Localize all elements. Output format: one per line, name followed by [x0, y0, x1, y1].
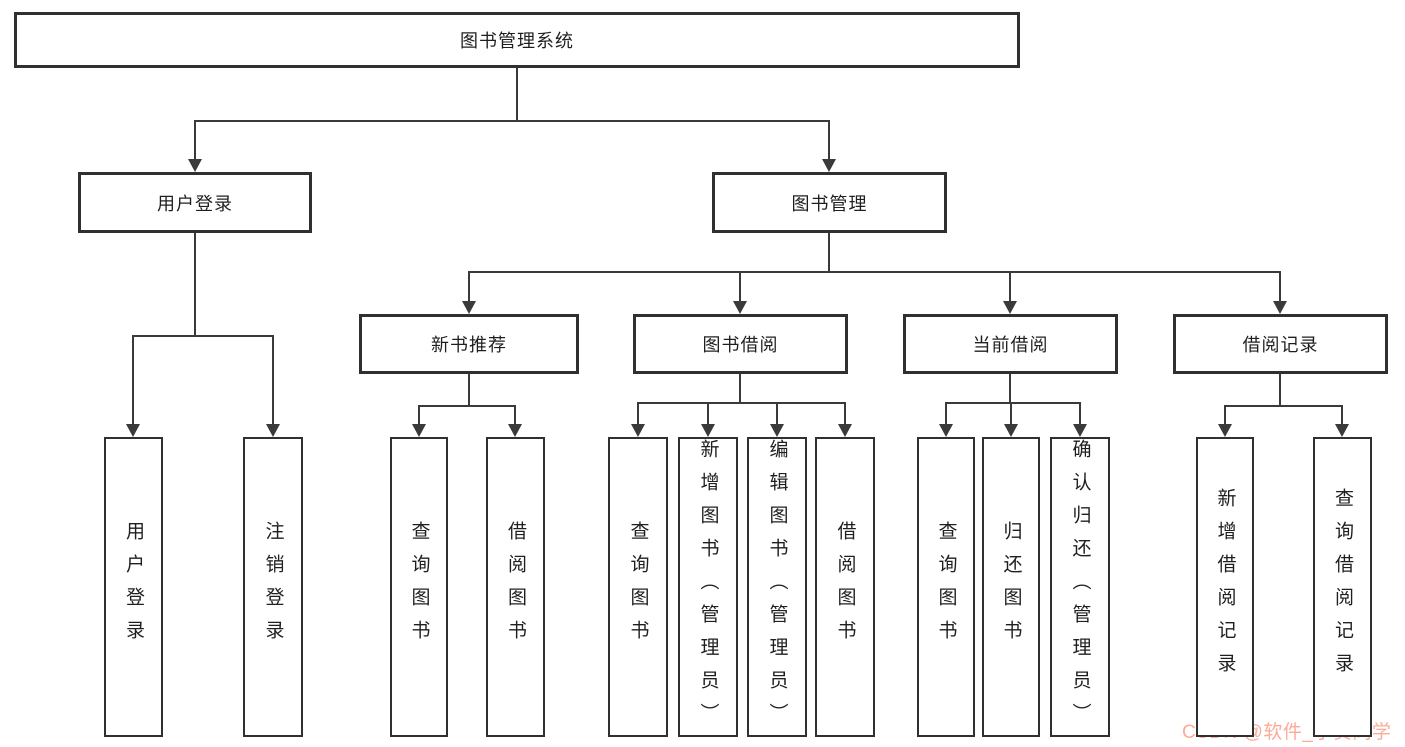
connector-vline: [516, 68, 518, 121]
arrowhead-down-icon: [126, 424, 140, 437]
node-label: 注销登录: [262, 521, 284, 653]
connector-hline: [1224, 405, 1343, 407]
arrowhead-down-icon: [770, 424, 784, 437]
connector-hline: [637, 402, 846, 404]
node-root: 图书管理系统: [14, 12, 1020, 68]
arrowhead-down-icon: [733, 301, 747, 314]
node-label: 查询图书: [935, 521, 957, 653]
connector-hline: [468, 271, 1281, 273]
connector-vline: [828, 120, 830, 160]
connector-vline: [1279, 271, 1281, 303]
node-current-borrow: 当前借阅: [903, 314, 1118, 374]
arrowhead-down-icon: [838, 424, 852, 437]
node-label: 编辑图书（管理员）: [766, 439, 788, 736]
connector-vline: [739, 374, 741, 404]
node-v-query-record: 查询借阅记录: [1313, 437, 1372, 737]
node-book-borrow: 图书借阅: [633, 314, 848, 374]
node-v-add-book: 新增图书（管理员）: [678, 437, 738, 737]
arrowhead-down-icon: [631, 424, 645, 437]
connector-vline: [1009, 271, 1011, 303]
node-label: 归还图书: [1000, 521, 1022, 653]
arrowhead-down-icon: [508, 424, 522, 437]
connector-vline: [514, 405, 516, 426]
arrowhead-down-icon: [1073, 424, 1087, 437]
arrowhead-down-icon: [1003, 301, 1017, 314]
node-v-add-record: 新增借阅记录: [1196, 437, 1254, 737]
node-v-query-book-3: 查询图书: [917, 437, 975, 737]
connector-hline: [194, 120, 830, 122]
connector-vline: [637, 402, 639, 426]
arrowhead-down-icon: [412, 424, 426, 437]
connector-vline: [1009, 374, 1011, 404]
connector-hline: [945, 402, 1081, 404]
node-label: 新增图书（管理员）: [697, 439, 719, 736]
node-v-query-book-2: 查询图书: [608, 437, 668, 737]
node-label: 确认归还（管理员）: [1069, 439, 1091, 736]
node-label: 查询图书: [627, 521, 649, 653]
connector-vline: [468, 374, 470, 407]
node-label: 借阅图书: [834, 521, 856, 653]
connector-vline: [1279, 374, 1281, 407]
connector-vline: [1224, 405, 1226, 426]
arrowhead-down-icon: [188, 159, 202, 172]
node-v-edit-book: 编辑图书（管理员）: [747, 437, 807, 737]
node-user-login: 用户登录: [78, 172, 312, 233]
arrowhead-down-icon: [1218, 424, 1232, 437]
node-borrow-record: 借阅记录: [1173, 314, 1388, 374]
connector-vline: [418, 405, 420, 426]
node-v-query-book-1: 查询图书: [390, 437, 448, 737]
arrowhead-down-icon: [1273, 301, 1287, 314]
connector-vline: [707, 402, 709, 426]
connector-vline: [468, 271, 470, 303]
node-book-mgmt: 图书管理: [712, 172, 947, 233]
arrowhead-down-icon: [939, 424, 953, 437]
node-v-user-login: 用户登录: [104, 437, 163, 737]
connector-vline: [194, 120, 196, 160]
node-label: 用户登录: [123, 521, 144, 653]
connector-vline: [1341, 405, 1343, 426]
connector-vline: [1079, 402, 1081, 426]
node-v-borrow-book-2: 借阅图书: [815, 437, 875, 737]
node-label: 借阅图书: [505, 521, 526, 653]
arrowhead-down-icon: [266, 424, 280, 437]
node-v-borrow-book-1: 借阅图书: [486, 437, 545, 737]
node-v-confirm-return: 确认归还（管理员）: [1050, 437, 1110, 737]
node-new-book-rec: 新书推荐: [359, 314, 579, 374]
connector-vline: [945, 402, 947, 426]
arrowhead-down-icon: [822, 159, 836, 172]
arrowhead-down-icon: [701, 424, 715, 437]
connector-vline: [828, 233, 830, 273]
connector-vline: [776, 402, 778, 426]
connector-vline: [272, 335, 274, 427]
connector-hline: [418, 405, 516, 407]
node-v-logout: 注销登录: [243, 437, 303, 737]
connector-vline: [132, 335, 134, 427]
node-label: 新增借阅记录: [1214, 488, 1236, 686]
connector-hline: [132, 335, 274, 337]
arrowhead-down-icon: [1335, 424, 1349, 437]
connector-vline: [194, 233, 196, 337]
arrowhead-down-icon: [1004, 424, 1018, 437]
node-label: 查询图书: [408, 521, 430, 653]
connector-vline: [844, 402, 846, 426]
connector-vline: [1010, 402, 1012, 426]
connector-vline: [739, 271, 741, 303]
node-v-return-book: 归还图书: [982, 437, 1040, 737]
arrowhead-down-icon: [462, 301, 476, 314]
node-label: 查询借阅记录: [1332, 488, 1353, 686]
